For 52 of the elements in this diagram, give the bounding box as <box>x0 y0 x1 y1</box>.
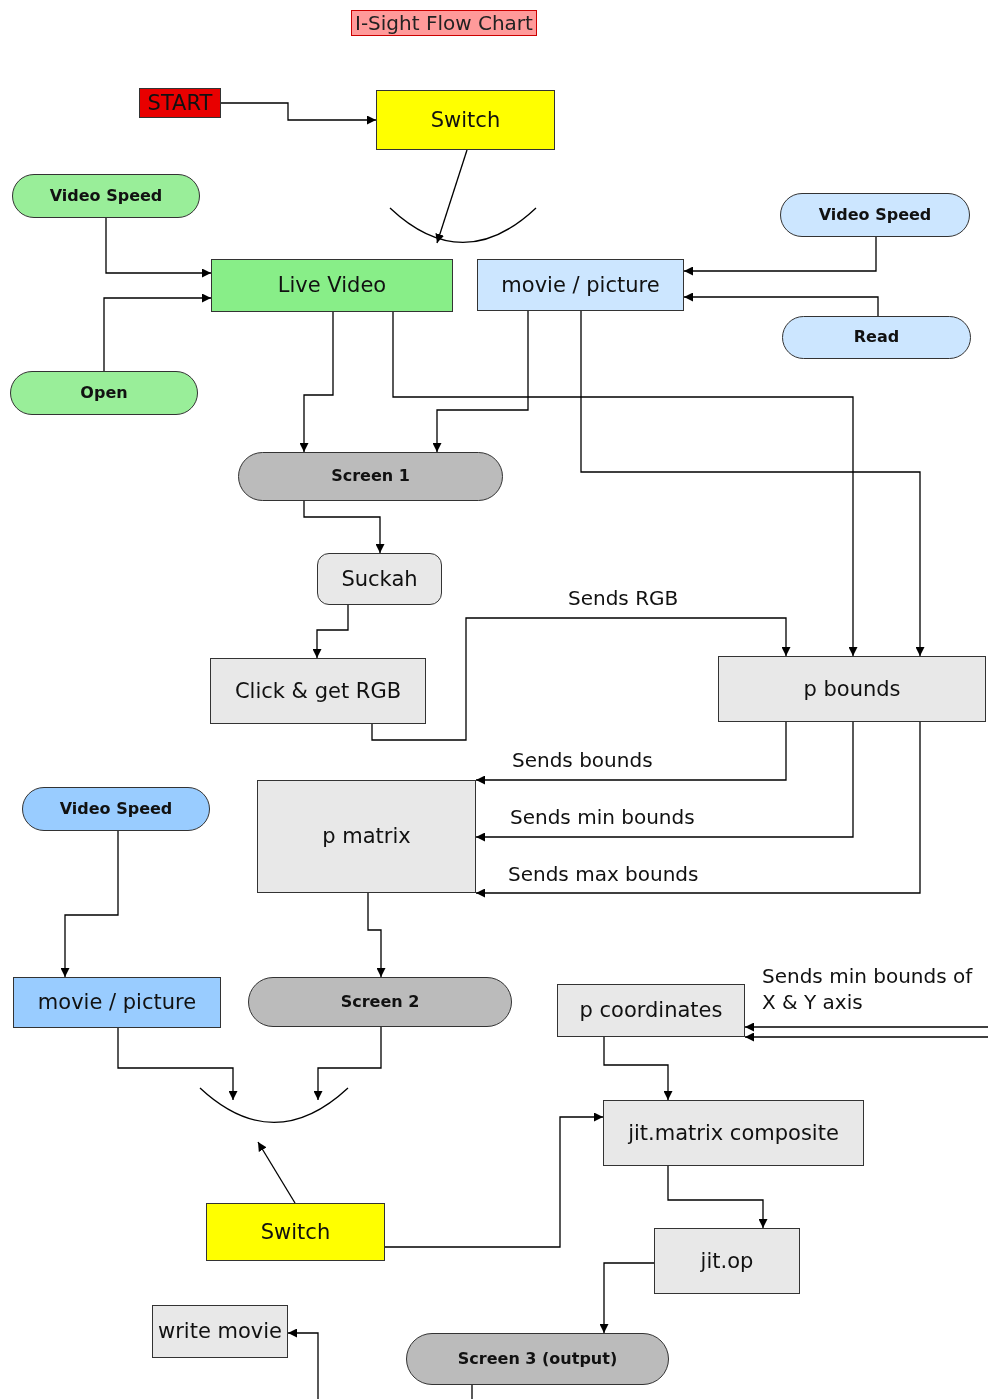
process-box: jit.op <box>654 1228 800 1294</box>
arrow <box>371 617 791 741</box>
arrow <box>603 1036 673 1101</box>
process-box: p bounds <box>718 656 986 722</box>
arrow <box>475 721 787 785</box>
connector-line <box>471 1384 473 1399</box>
arrow <box>580 310 925 657</box>
arrow <box>683 236 877 276</box>
process-box: p coordinates <box>557 984 745 1037</box>
process-box: Switch <box>376 90 555 150</box>
arrow <box>392 311 858 657</box>
arrow <box>435 149 468 244</box>
arrow <box>313 1026 382 1101</box>
arrow <box>312 604 349 659</box>
arrow <box>257 1141 296 1204</box>
process-box: Click & get RGB <box>210 658 426 724</box>
process-box: p matrix <box>257 780 476 893</box>
arrow <box>117 1027 238 1101</box>
arrow <box>683 292 879 317</box>
rounded-box: Suckah <box>317 553 442 605</box>
terminal-pill: Screen 2 <box>248 977 512 1027</box>
terminal-pill: Video Speed <box>780 193 970 237</box>
process-box: START <box>139 88 221 118</box>
arrow <box>220 102 377 125</box>
arrow <box>599 1262 655 1334</box>
arrow <box>103 293 212 372</box>
arrow <box>475 721 921 898</box>
arrow <box>667 1165 768 1229</box>
terminal-pill: Screen 1 <box>238 452 503 501</box>
terminal-pill: Read <box>782 316 971 359</box>
chart-title: I-Sight Flow Chart <box>351 10 537 36</box>
arrow <box>744 1022 988 1032</box>
arrow <box>287 1328 319 1399</box>
process-box: jit.matrix composite <box>603 1100 864 1166</box>
process-box: movie / picture <box>13 977 221 1028</box>
process-box: Live Video <box>211 259 453 312</box>
arrow <box>105 217 212 278</box>
arrow <box>475 721 854 842</box>
arrow <box>432 310 529 453</box>
arrow <box>303 500 385 554</box>
terminal-pill: Open <box>10 371 198 415</box>
process-box: movie / picture <box>477 259 684 311</box>
process-box: write movie <box>152 1305 288 1358</box>
terminal-pill: Video Speed <box>22 787 210 831</box>
arrow <box>367 892 386 978</box>
process-box: Switch <box>206 1203 385 1261</box>
arrow <box>384 1112 604 1248</box>
arrow <box>299 311 334 453</box>
arrow <box>60 830 119 978</box>
terminal-pill: Video Speed <box>12 174 200 218</box>
arrow <box>744 1032 988 1042</box>
terminal-pill: Screen 3 (output) <box>406 1333 669 1385</box>
